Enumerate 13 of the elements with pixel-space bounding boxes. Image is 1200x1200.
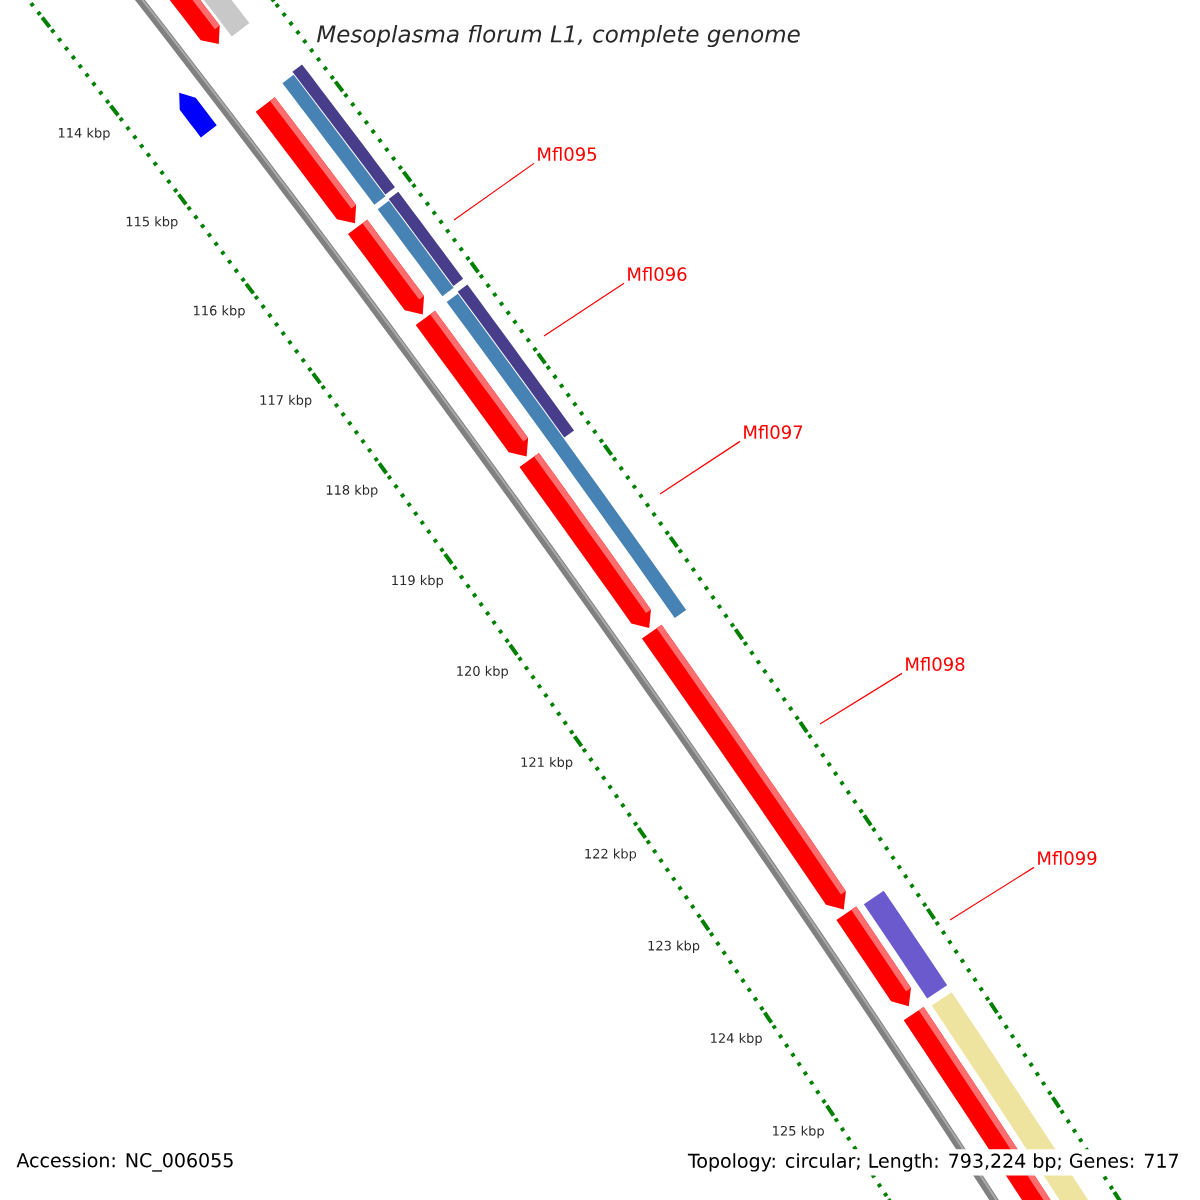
gene-label: Mfl095 — [538, 147, 597, 161]
gene-label: Mfl097 — [744, 425, 803, 439]
info-text: Topology: circular; Length: 793,224 bp; Genes: 717 — [683, 1149, 1184, 1176]
gene-label: Mfl098 — [906, 657, 965, 671]
gene-label: Mfl099 — [1038, 851, 1097, 865]
info-text: Accession: NC_006055 — [12, 1148, 239, 1176]
leader-line — [543, 282, 625, 337]
leader-line — [819, 672, 903, 725]
leader-line — [659, 440, 741, 495]
title: Mesoplasma florum L1, complete genome — [317, 24, 800, 48]
leader-line — [453, 162, 535, 221]
leader-line — [949, 866, 1035, 921]
gene-label: Mfl096 — [628, 267, 687, 281]
